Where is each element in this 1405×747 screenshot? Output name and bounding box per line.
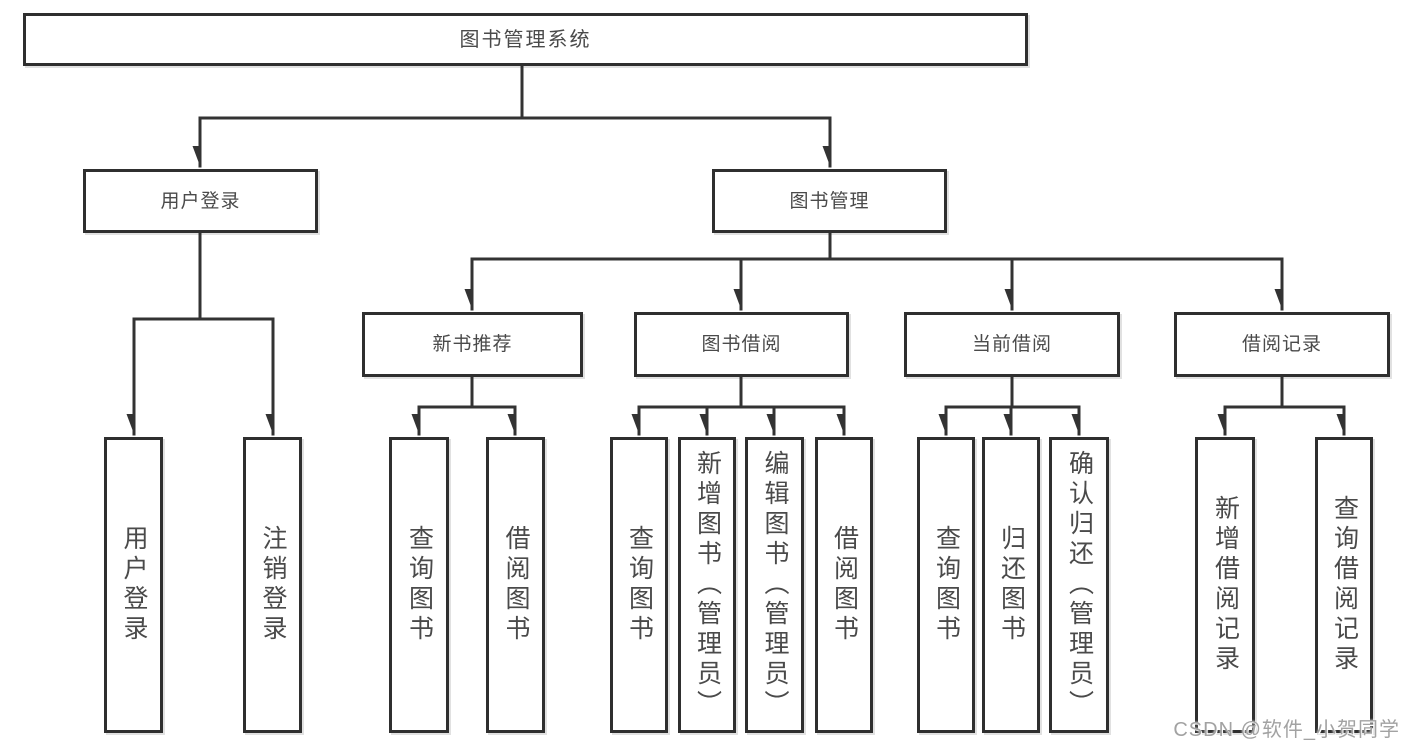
leaf-return-books: 归还图书: [982, 437, 1040, 733]
leaf-query-books-borrow: 查询图书: [610, 437, 668, 733]
csdn-watermark: CSDN @软件_小贺同学: [1173, 719, 1400, 741]
leaf-query-books-current: 查询图书: [917, 437, 975, 733]
leaf-user-login: 用户登录: [104, 437, 163, 733]
leaf-logout: 注销登录: [243, 437, 302, 733]
node-book-management: 图书管理: [712, 169, 947, 233]
node-current-borrow: 当前借阅: [904, 312, 1120, 377]
node-new-book-recommend: 新书推荐: [362, 312, 583, 377]
leaf-query-borrow-record: 查询借阅记录: [1315, 437, 1373, 733]
leaf-confirm-return-admin: 确认归还（管理员）: [1049, 437, 1109, 733]
wire-book-borrow-family: [639, 375, 846, 436]
node-user-login: 用户登录: [83, 169, 318, 233]
node-borrow-records: 借阅记录: [1174, 312, 1390, 377]
wire-current-borrow-family: [946, 375, 1081, 436]
wire-root-family: [200, 64, 832, 168]
wire-borrow-records-family: [1225, 375, 1346, 436]
leaf-borrow-books-recommend: 借阅图书: [486, 437, 545, 733]
wire-user-login-family: [134, 231, 275, 436]
leaf-borrow-books: 借阅图书: [815, 437, 873, 733]
leaf-add-borrow-record: 新增借阅记录: [1195, 437, 1255, 733]
wire-book-management-family: [472, 231, 1284, 311]
node-library-management-system: 图书管理系统: [23, 13, 1028, 66]
leaf-add-book-admin: 新增图书（管理员）: [678, 437, 736, 733]
leaf-edit-book-admin: 编辑图书（管理员）: [745, 437, 804, 733]
node-book-borrow: 图书借阅: [634, 312, 849, 377]
leaf-query-books-recommend: 查询图书: [389, 437, 449, 733]
wire-new-book-recommend-family: [419, 375, 517, 436]
